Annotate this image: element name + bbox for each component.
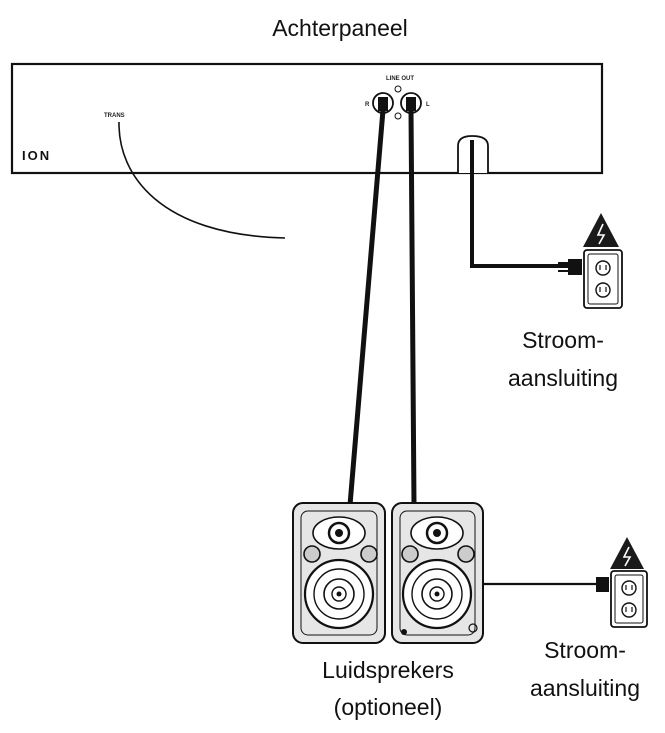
socket-icon xyxy=(621,580,637,596)
outlet-bottom-label-line2: aansluiting xyxy=(530,675,640,701)
outlet-top-label-line2: aansluiting xyxy=(508,365,618,391)
bass-port-icon xyxy=(457,545,475,563)
socket-icon xyxy=(595,282,611,298)
power-plug-top xyxy=(568,259,582,275)
power-outlet-icon xyxy=(610,570,648,628)
panel-power-cable xyxy=(470,140,572,268)
power-outlet-bottom xyxy=(596,537,648,628)
bass-port-icon xyxy=(360,545,378,563)
rca-cable-left xyxy=(408,109,417,506)
socket-icon xyxy=(621,602,637,618)
rca-plug-right xyxy=(378,97,388,111)
brand-logo: ION xyxy=(22,148,51,163)
power-outlet-icon xyxy=(583,249,623,309)
trans-cable xyxy=(118,121,286,239)
volume-knob-icon xyxy=(468,623,478,633)
rca-cable-right xyxy=(347,109,386,506)
rear-panel: ION TRANS LINE OUT R L xyxy=(10,62,604,239)
power-plug-bottom xyxy=(596,577,609,592)
speaker-right xyxy=(391,502,484,644)
ground-screw-icon xyxy=(394,85,402,93)
ground-screw-icon xyxy=(394,112,402,120)
power-outlet-top xyxy=(558,213,623,309)
bass-port-icon xyxy=(401,545,419,563)
diagram-title: Achterpaneel xyxy=(272,15,408,41)
speakers-label-line2: (optioneel) xyxy=(333,694,443,720)
led-icon xyxy=(401,629,407,635)
lightning-icon xyxy=(622,546,632,567)
right-channel-label: R xyxy=(365,102,370,108)
warning-icon xyxy=(610,537,644,569)
socket-icon xyxy=(595,260,611,276)
speakers-label-line1: Luidsprekers xyxy=(322,657,454,683)
rca-cables xyxy=(347,97,417,506)
line-out-label: LINE OUT xyxy=(386,76,414,82)
left-channel-label: L xyxy=(426,102,430,108)
jack-label: TRANS xyxy=(104,113,125,119)
outlet-top-label-line1: Stroom- xyxy=(522,327,604,353)
rear-panel-outline xyxy=(10,62,604,175)
speaker-left xyxy=(292,502,386,644)
bass-port-icon xyxy=(303,545,321,563)
lightning-icon xyxy=(596,223,606,245)
outlet-bottom-label-line1: Stroom- xyxy=(544,637,626,663)
rca-plug-left xyxy=(406,97,416,111)
